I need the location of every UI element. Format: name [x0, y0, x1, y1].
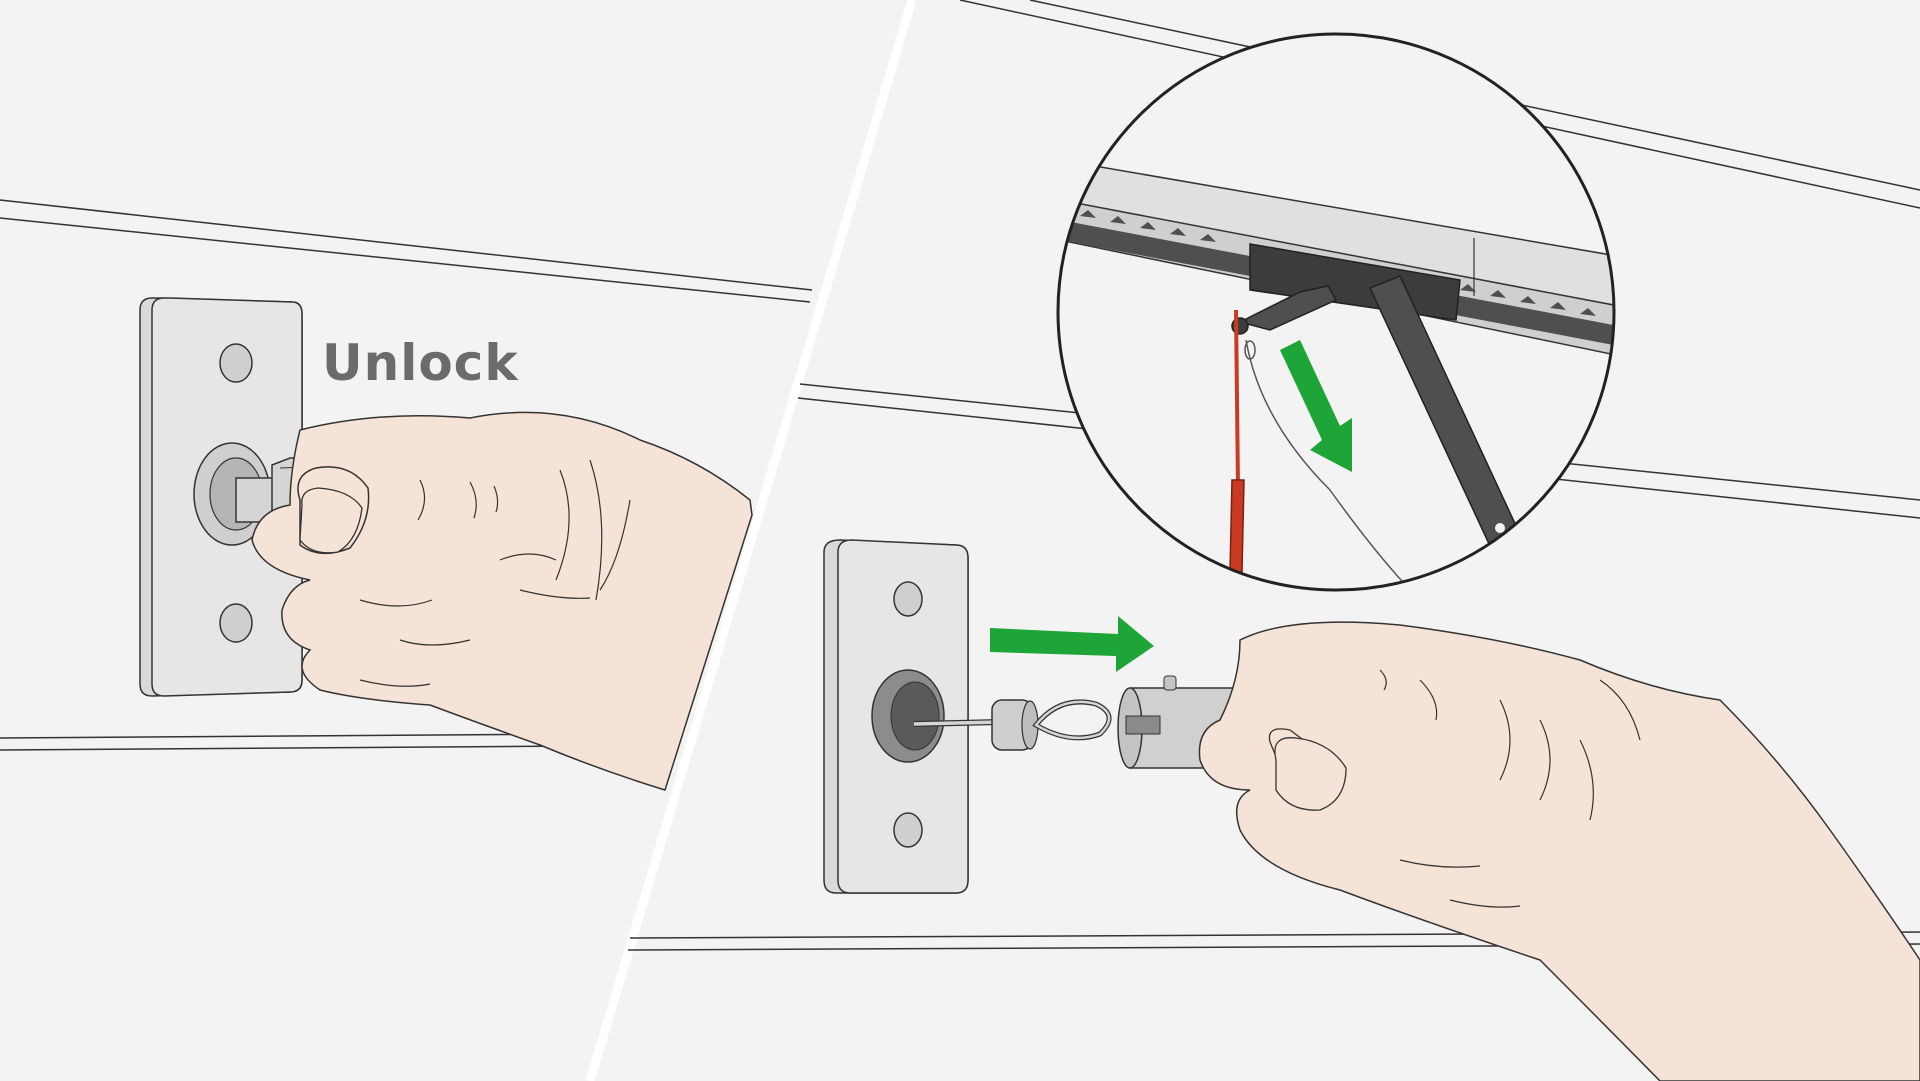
left-panel: Unlock [0, 199, 813, 791]
unlock-label: Unlock [322, 334, 519, 392]
screw-hole [893, 812, 923, 848]
arrow-right-icon [990, 616, 1154, 672]
hand-icon [1198, 621, 1920, 1081]
screw-hole [219, 603, 253, 643]
hand-icon [251, 411, 753, 791]
screw-hole [219, 343, 253, 383]
door-panel-lines [0, 199, 813, 751]
lock-plate [823, 539, 969, 894]
release-cable-icon [913, 699, 1112, 751]
right-panel [627, 0, 1920, 1081]
screw-hole [893, 581, 923, 617]
magnifier-circle-icon [1056, 32, 1616, 592]
panel-divider [585, 0, 917, 1081]
